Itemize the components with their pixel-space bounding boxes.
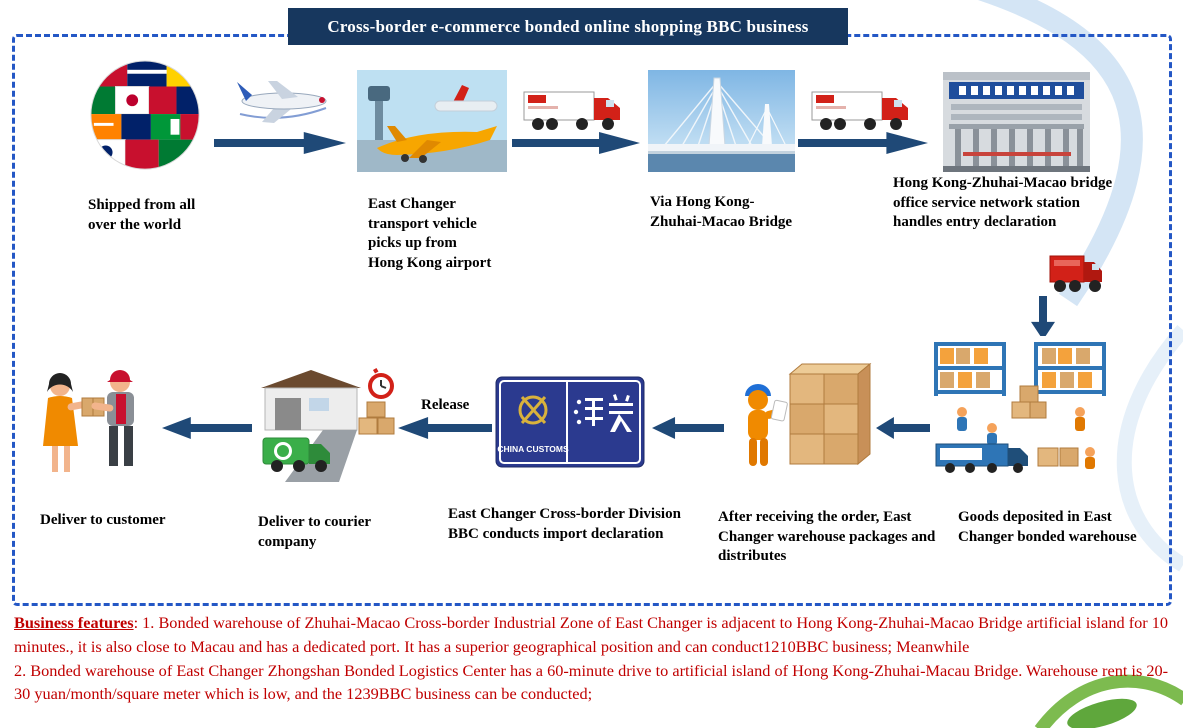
step-label-airport-pickup: East Changer transport vehicle picks up … [368, 196, 492, 271]
bonded-warehouse-icon [930, 336, 1110, 480]
airport-photo-icon [357, 70, 507, 172]
business-features-notes: Business features: 1. Bonded warehouse o… [14, 611, 1174, 706]
truck-icon [810, 84, 912, 136]
red-truck-icon [1048, 248, 1106, 298]
business-features-heading: Business features [14, 613, 134, 632]
warehouse-worker-icon [728, 358, 873, 482]
step-label-deliver-courier: Deliver to courier company [258, 514, 371, 550]
customs-english-text: CHINA CUSTOMS [497, 444, 569, 454]
arrow-right-3 [798, 131, 928, 155]
arrow-right-2 [512, 131, 640, 155]
arrow-right-1 [214, 131, 346, 155]
step-label-via-bridge: Via Hong Kong-Zhuhai-Macao Bridge [650, 194, 793, 230]
arrow-left-2 [652, 416, 724, 440]
step-label-package-distribute: After receiving the order, East Changer … [718, 509, 936, 564]
step-label-import-declaration: East Changer Cross-border Division BBC c… [448, 506, 681, 542]
diagram-title-banner: Cross-border e-commerce bonded online sh… [288, 8, 848, 45]
handover-icon [30, 360, 150, 482]
arrow-down-entry [1030, 296, 1056, 340]
bridge-photo-icon [648, 70, 795, 172]
business-features-point-1: Business features: 1. Bonded warehouse o… [14, 611, 1174, 659]
truck-icon [522, 84, 624, 136]
step-label-origin: Shipped from all over the world [88, 197, 196, 233]
airplane-icon [232, 70, 332, 130]
step-label-deliver-customer: Deliver to customer [40, 512, 166, 528]
release-label: Release [421, 397, 470, 413]
customs-chinese-characters [573, 394, 633, 432]
globe-flags-icon [85, 58, 205, 176]
bridge-port-office-icon [943, 72, 1090, 172]
diagram-title: Cross-border e-commerce bonded online sh… [327, 16, 809, 36]
arrow-left-4 [162, 416, 252, 440]
step-label-goods-deposited: Goods deposited in East Changer bonded w… [958, 509, 1137, 545]
arrow-left-1 [876, 416, 932, 440]
arrow-left-3-release [398, 416, 492, 440]
china-customs-sign-icon: CHINA CUSTOMS [495, 376, 645, 468]
step-label-entry-declaration: Hong Kong-Zhuhai-Macao bridge office ser… [893, 175, 1113, 230]
courier-depot-icon [255, 360, 400, 482]
business-features-point-1-text: : 1. Bonded warehouse of Zhuhai-Macao Cr… [14, 613, 1169, 656]
business-features-point-2: 2. Bonded warehouse of East Changer Zhon… [14, 660, 1169, 704]
